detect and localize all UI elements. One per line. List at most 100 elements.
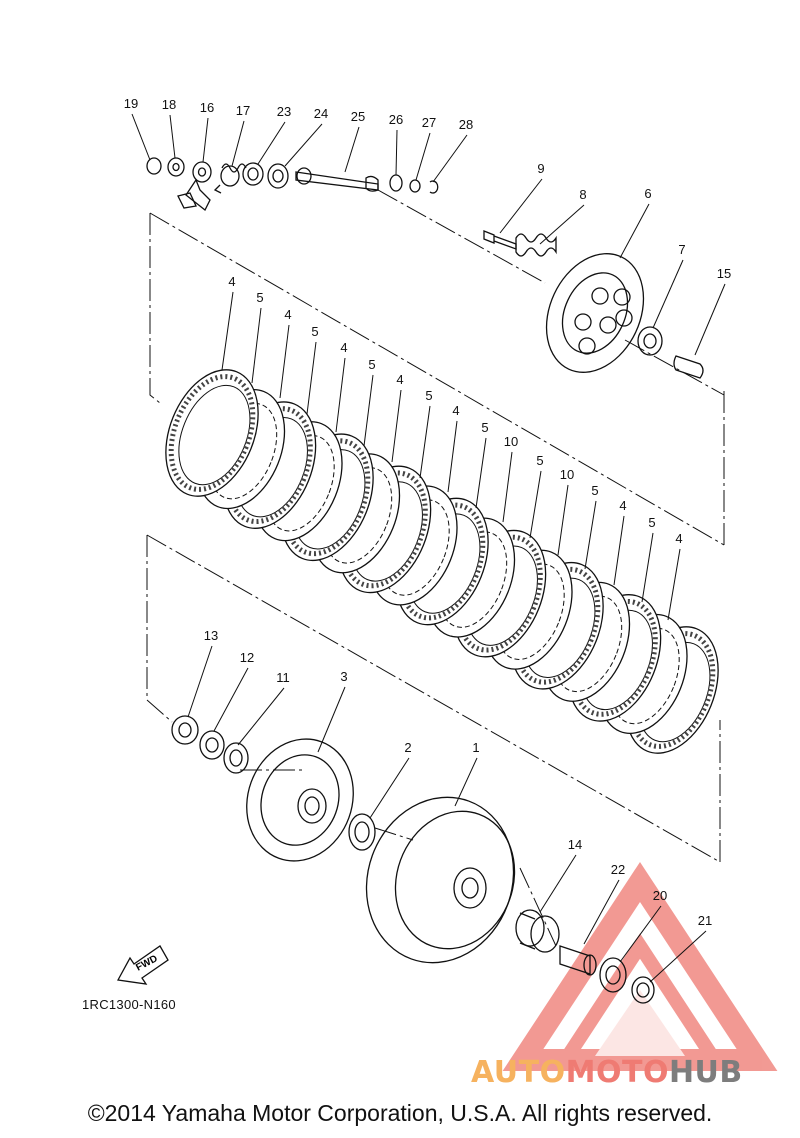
callout-leader-line <box>641 532 654 603</box>
callout-number: 4 <box>228 274 235 289</box>
pressure-plate-6 <box>545 253 645 373</box>
clutch-plate-inner <box>209 402 278 500</box>
callout-leader-line <box>694 283 726 356</box>
callout-number: 4 <box>675 531 682 546</box>
callout-leader-line <box>257 121 286 165</box>
friction-lining <box>513 566 601 685</box>
callout-leader-line <box>652 259 684 329</box>
shaft-small-parts <box>146 157 439 212</box>
callout-leader-line <box>169 114 176 159</box>
bolt-9 <box>483 230 517 250</box>
bearing-26 <box>389 174 403 192</box>
callout-number: 4 <box>452 403 459 418</box>
brand-part-2: MOTO <box>565 1055 669 1090</box>
callout-number: 15 <box>717 266 731 281</box>
brand-part-3: HUB <box>668 1055 743 1090</box>
callout-number: 4 <box>619 498 626 513</box>
washer-12 <box>199 730 225 760</box>
clutch-plate-inner <box>381 499 450 596</box>
callout-number: 25 <box>351 109 365 124</box>
clutch-plate-inner <box>496 563 565 660</box>
clutch-plate-inner <box>324 467 393 564</box>
housing-1 <box>365 796 515 964</box>
callout-leader-line <box>279 324 290 399</box>
callout-number: 11 <box>276 670 290 685</box>
callout-leader-line <box>131 113 151 161</box>
circlip-28 <box>429 180 439 194</box>
callout-leader-line <box>419 405 431 479</box>
callout-leader-line <box>583 879 620 945</box>
callout-leader-line <box>454 757 478 807</box>
copyright-notice: ©2014 Yamaha Motor Corporation, U.S.A. A… <box>87 1100 713 1126</box>
callout-leader-line <box>539 854 577 913</box>
callout-number: 1 <box>472 740 479 755</box>
watermark-brand-text: AUTOMOTOHUB <box>471 1055 743 1090</box>
clutch-plate-stack <box>165 369 719 754</box>
callout-leader-line <box>306 341 317 415</box>
clutch-plate-inner <box>266 435 335 532</box>
friction-lining <box>628 631 716 749</box>
callout-leader-line <box>619 905 662 963</box>
clutch-plate-inner <box>611 627 680 725</box>
callout-number: 28 <box>459 117 473 132</box>
callout-leader-line <box>475 437 487 509</box>
callout-leader-line <box>415 132 431 181</box>
callout-leader-line <box>539 204 585 245</box>
callout-leader-line <box>213 667 249 732</box>
washer-11 <box>223 742 249 774</box>
pressure-plate-assembly <box>483 230 704 379</box>
callout-leader-line <box>187 645 213 718</box>
callout-number: 18 <box>162 97 176 112</box>
callout-leader-line <box>231 120 245 167</box>
callout-leader-line <box>363 374 374 447</box>
callout-leader-line <box>529 470 542 539</box>
callout-number: 4 <box>340 340 347 355</box>
spring-8 <box>515 233 557 257</box>
callout-leader-line <box>344 126 360 173</box>
callout-leader-line <box>284 123 323 167</box>
callout-leader-line <box>251 307 262 384</box>
fwd-label: FWD <box>134 953 159 973</box>
seal-20 <box>599 957 627 993</box>
callout-number: 20 <box>653 888 667 903</box>
callout-number: 9 <box>537 161 544 176</box>
callout-number: 5 <box>481 420 488 435</box>
callout-number: 5 <box>368 357 375 372</box>
callout-leader-line <box>557 484 569 556</box>
bearing-7 <box>637 326 663 356</box>
part-code-label: 1RC1300-N160 <box>82 997 176 1012</box>
lever-16 <box>192 161 212 183</box>
callout-leader-line <box>395 129 398 176</box>
callout-leader-line <box>369 757 410 819</box>
callout-leader-line <box>447 420 458 493</box>
friction-lining <box>168 374 256 492</box>
friction-lining <box>456 534 543 653</box>
callout-leader-line <box>202 117 209 163</box>
callout-leader-line <box>584 500 597 570</box>
callout-number: 7 <box>678 242 685 257</box>
callout-number: 10 <box>504 434 518 449</box>
clutch-plate-inner <box>554 595 623 693</box>
callout-leader-line <box>667 548 681 621</box>
callout-number: 26 <box>389 112 403 127</box>
callout-leader-line <box>649 930 707 983</box>
boss-3 <box>246 738 354 862</box>
friction-lining <box>226 406 313 525</box>
callout-number: 19 <box>124 96 138 111</box>
friction-lining <box>398 502 486 621</box>
clutch-hub-assembly <box>171 715 655 1004</box>
callout-number: 21 <box>698 913 712 928</box>
circlip-19 <box>146 157 162 175</box>
callout-number: 17 <box>236 103 250 118</box>
callout-number: 2 <box>404 740 411 755</box>
callout-number: 5 <box>648 515 655 530</box>
callout-number: 24 <box>314 106 328 121</box>
callout-number: 16 <box>200 100 214 115</box>
callout-leader-line <box>391 389 402 463</box>
callout-number: 10 <box>560 467 574 482</box>
assembly-guide-lines <box>146 189 725 947</box>
callout-number: 14 <box>568 837 582 852</box>
callout-number: 5 <box>536 453 543 468</box>
callout-leader-line <box>335 357 346 433</box>
